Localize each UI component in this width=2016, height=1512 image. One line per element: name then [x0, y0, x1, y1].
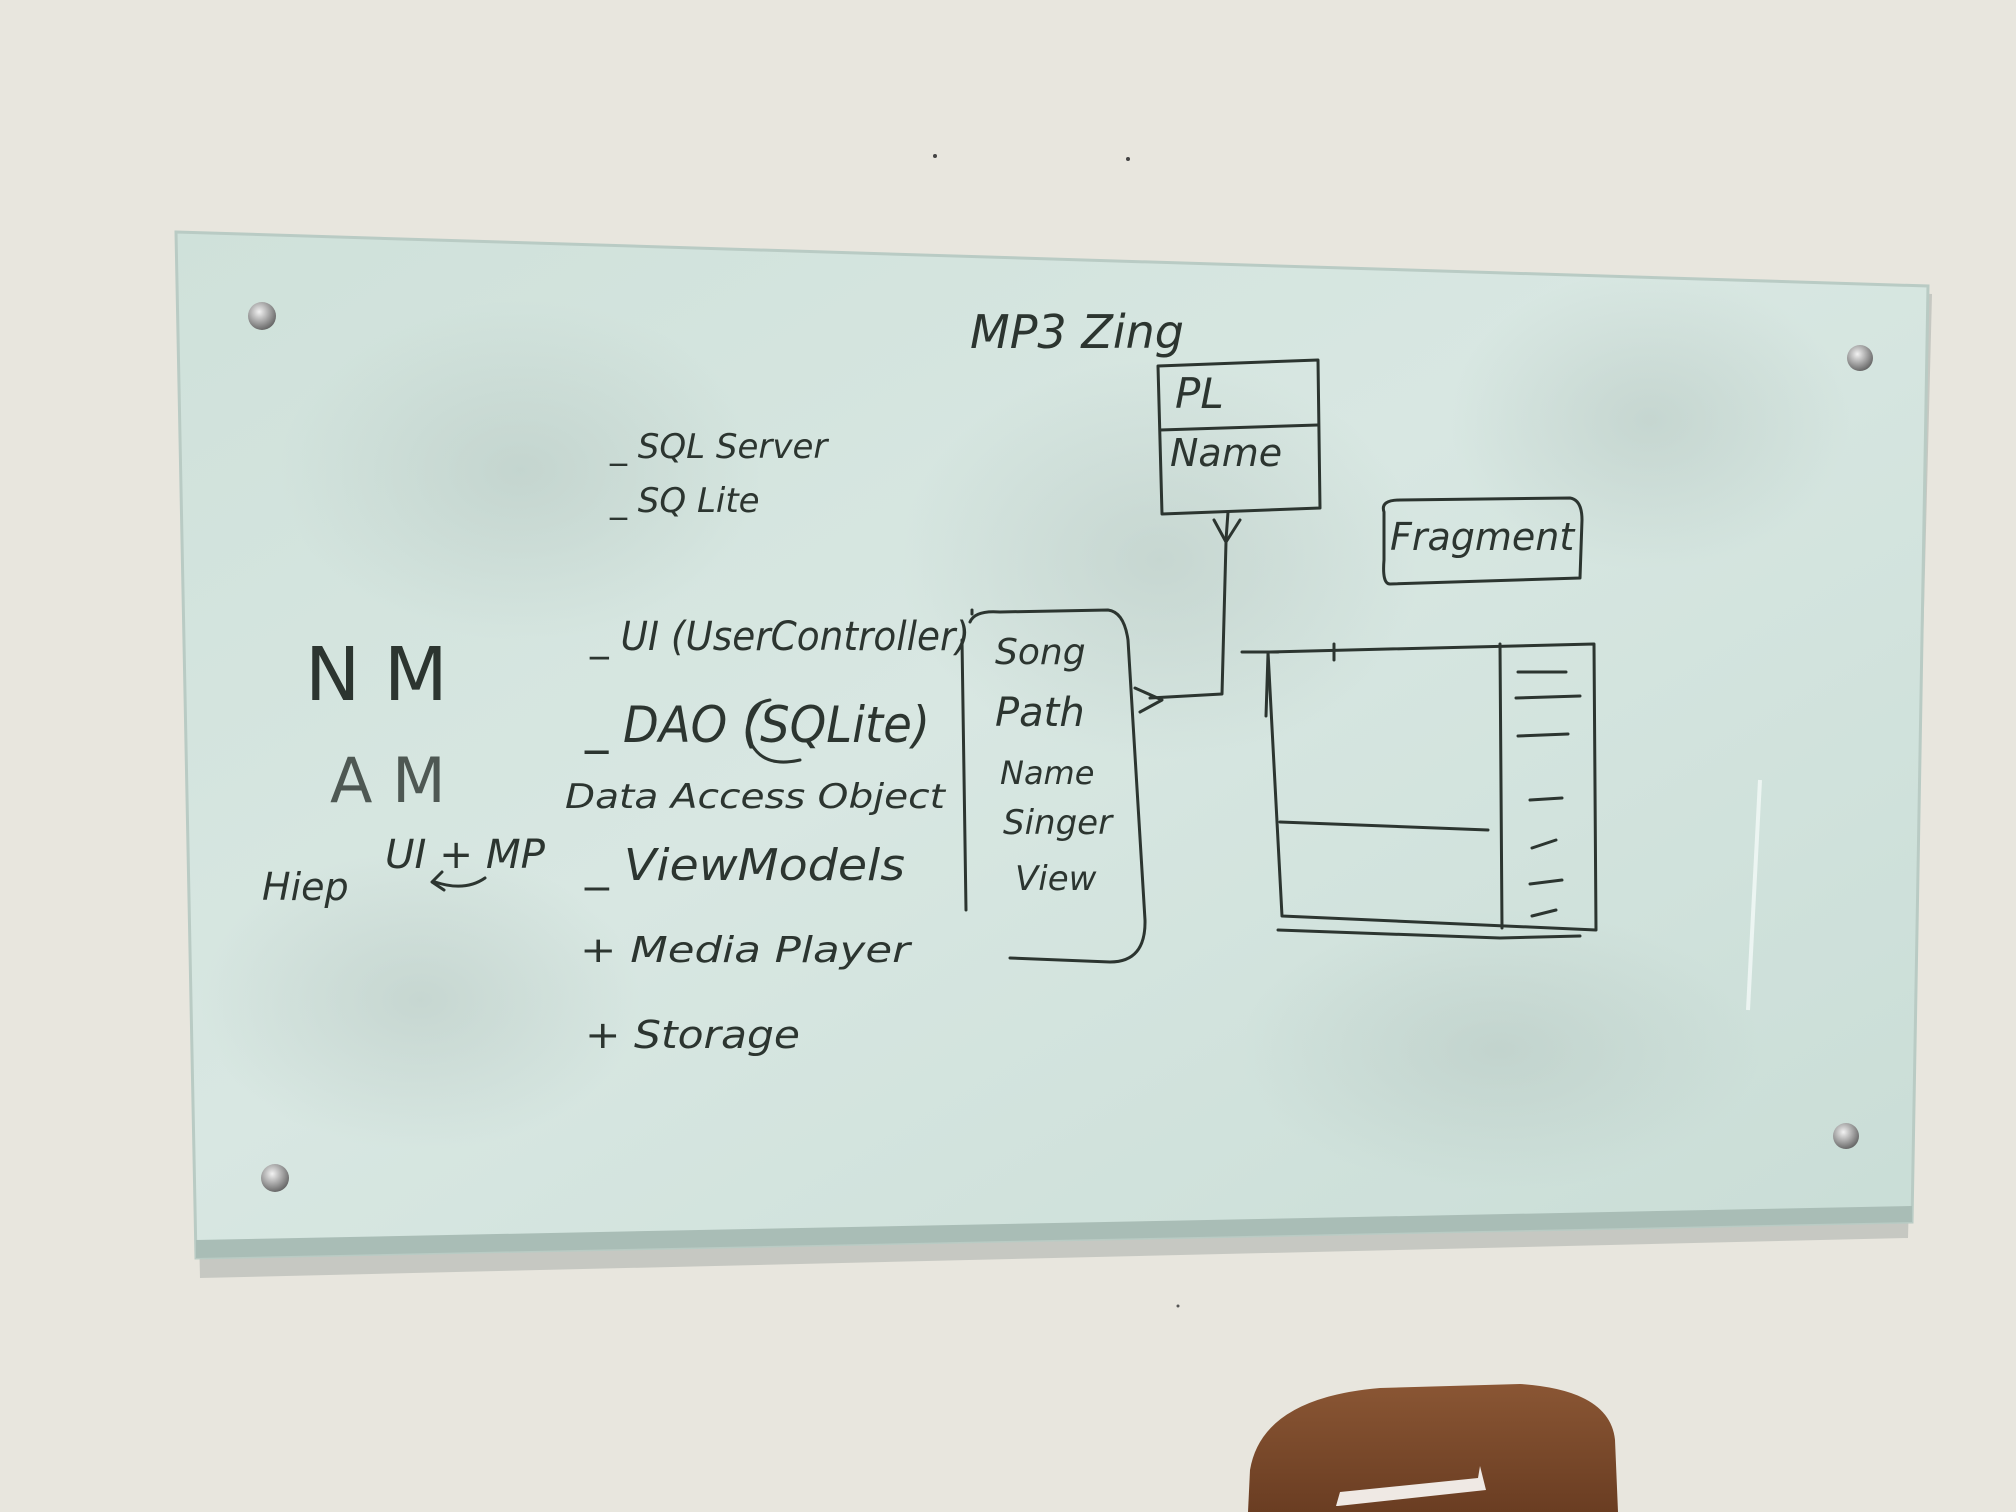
list-item-line [1530, 908, 1558, 918]
song-box-left [960, 638, 968, 912]
list-item-line [1528, 796, 1564, 802]
pl-arrow [1224, 510, 1230, 542]
standoff-bolt [1833, 1123, 1859, 1149]
fragment-label: Fragment [1390, 515, 1576, 559]
pl-box-label: Name [1170, 431, 1282, 475]
connector-arrowhead [1133, 686, 1164, 714]
left-note: N M [305, 632, 448, 718]
chair-back [1248, 1384, 1618, 1512]
pl-box [1156, 358, 1322, 516]
left-note: Hiep [262, 865, 349, 909]
db-option: _ SQL Server [609, 427, 829, 467]
eraser-smudge [900, 360, 1420, 760]
eraser-smudge [1450, 270, 1850, 570]
song-field: View [1015, 859, 1097, 899]
marker-strokes [430, 358, 1598, 964]
list-item-line [1530, 838, 1558, 850]
glass-reflection [1746, 779, 1762, 1011]
frame-divider [1498, 642, 1504, 930]
fragment-box [1381, 496, 1584, 586]
db-option: _ SQ Lite [609, 481, 760, 521]
layer-item: + Media Player [580, 930, 913, 971]
song-field: Song [995, 632, 1086, 673]
song-field: Name [1000, 754, 1094, 792]
song-field: Singer [1003, 803, 1114, 843]
board-title: MP3 Zing [970, 305, 1184, 359]
chair-handle-slot [1336, 1466, 1486, 1506]
layer-note: Data Access Object [565, 777, 947, 817]
wall-nail-hole [1126, 157, 1130, 161]
connector-line [1148, 540, 1228, 700]
list-item-line [1514, 694, 1582, 700]
standoff-bolt [261, 1164, 289, 1192]
wall-mark [1176, 1304, 1180, 1308]
song-box [968, 608, 1147, 964]
board-edge [196, 1206, 1912, 1258]
pl-box-label: PL [1175, 369, 1224, 418]
layer-item: _ UI (UserController) [589, 614, 970, 660]
frame-row-divider [1278, 820, 1490, 832]
left-note: UI + MP [385, 832, 546, 878]
fragment-frame [1266, 642, 1598, 932]
list-item-line [1528, 878, 1564, 886]
layer-item: _ ViewModels [584, 840, 905, 891]
standoff-bolt [1847, 345, 1873, 371]
song-field: Path [995, 690, 1085, 736]
pl-box-divider [1158, 423, 1320, 432]
wall-nail-hole [933, 154, 937, 158]
sqlite-circle [747, 698, 802, 764]
list-item-line [1516, 732, 1570, 738]
eraser-smudge [200, 850, 640, 1150]
eraser-smudge [1240, 910, 1760, 1190]
eraser-smudge [280, 300, 760, 640]
standoff-bolt [248, 302, 276, 330]
layer-item: + Storage [585, 1013, 800, 1057]
chair [1248, 1384, 1618, 1512]
left-note: A M [330, 744, 446, 817]
